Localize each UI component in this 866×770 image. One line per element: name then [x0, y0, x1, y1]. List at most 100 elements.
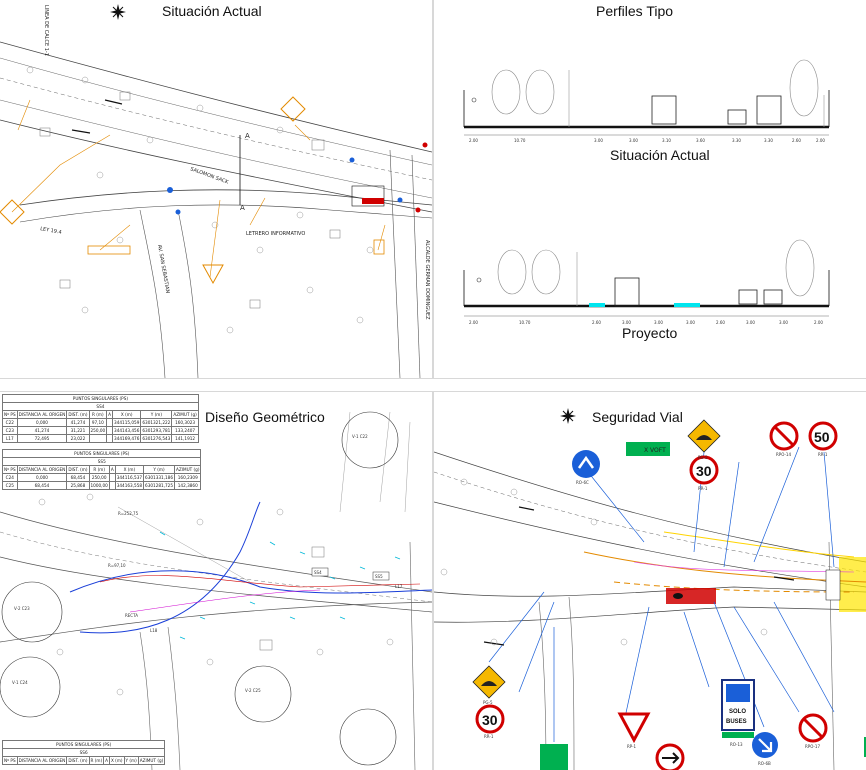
yield-sign-icon — [617, 712, 651, 744]
bus-icon — [756, 95, 782, 125]
speed-limit-sign-icon — [689, 455, 719, 485]
warning-sign-icon — [280, 96, 306, 122]
street-label: AV. SAN SEBASTIAN — [156, 244, 170, 294]
panel-title: Perfiles Tipo — [596, 3, 674, 19]
sign-marker-icon — [167, 187, 173, 193]
north-arrow-icon — [110, 4, 126, 20]
panel-seguridad-vial: X VOFT 30 50 30 SOLO BUSES — [434, 392, 866, 770]
tree-icon — [785, 239, 815, 297]
dim-label: 10.70 — [519, 320, 531, 325]
curve-data-circle — [1, 581, 63, 643]
sign-label: LETRERO INFORMATIVO — [246, 231, 305, 237]
dim-label: 3.00 — [746, 320, 755, 325]
pedestrian-icon — [471, 97, 477, 103]
diseno-geometrico-plan: V-1 C22 V-2 C23 V-1 C24 V-2 C25 SS4 SS5 … — [0, 411, 432, 770]
bus-stop-icon — [351, 185, 385, 207]
sign-code: RO-6B — [758, 761, 771, 766]
curve-data-circle — [0, 656, 61, 718]
alignment-label: RECTA — [125, 613, 138, 618]
curve-label: V-1 C24 — [12, 680, 28, 685]
dim-label: 3.30 — [732, 138, 741, 143]
yield-sign-icon — [202, 264, 224, 285]
bus-icon — [651, 95, 677, 125]
situacion-actual-plan: LINEA DE CALCE 1-1 LEY 19.4 SALOMON SACK… — [0, 4, 432, 378]
warning-sign-icon — [0, 199, 25, 225]
dim-label: 2.00 — [469, 138, 478, 143]
sign-code: RR-1 — [818, 452, 828, 457]
street-label: LINEA DE CALCE 1-1 — [43, 5, 49, 56]
car-icon — [763, 289, 783, 305]
table-subtitle: SS5 — [1, 457, 202, 466]
dim-label: 3.00 — [594, 138, 603, 143]
dim-label: 3.10 — [662, 138, 671, 143]
sign-code: RO-6C — [576, 480, 589, 485]
panel-diseno-geometrico: V-1 C22 V-2 C23 V-1 C24 V-2 C25 SS4 SS5 … — [0, 392, 432, 770]
curve-data-circle — [339, 708, 397, 766]
panel-situacion-actual: LINEA DE CALCE 1-1 LEY 19.4 SALOMON SACK… — [0, 0, 432, 378]
table-title: PUNTOS SINGULARES (PS) — [1, 740, 166, 749]
dim-label: 3.30 — [764, 138, 773, 143]
alignment-label: R=252,75 — [118, 511, 139, 516]
sign-marker-icon — [415, 207, 421, 213]
table-title: PUNTOS SINGULARES (PS) — [1, 449, 202, 458]
curve-data-circle — [341, 411, 399, 469]
dim-label: 3.00 — [654, 320, 663, 325]
table-title: PUNTOS SINGULARES (PS) — [2, 394, 199, 403]
dim-label: 3.00 — [629, 138, 638, 143]
sign-text: SOLO — [729, 709, 746, 715]
dim-label: 2.60 — [792, 138, 801, 143]
sign-marker-icon — [175, 209, 181, 215]
speed-limit-sign-icon — [808, 421, 838, 451]
singular-point-tag: L17 — [395, 584, 403, 589]
direction-sign-icon — [540, 744, 568, 770]
dim-label: 2.60 — [592, 320, 601, 325]
north-arrow-icon — [560, 408, 576, 424]
sign-code: RO-13 — [730, 742, 743, 747]
panel-perfiles-tipo: 2.00 10.70 3.00 3.00 3.10 3.60 3.30 3.30… — [434, 0, 866, 378]
dim-label: 3.60 — [696, 138, 705, 143]
dim-label: 10.70 — [514, 138, 526, 143]
dim-label: 2.00 — [816, 138, 825, 143]
dim-label: 3.00 — [686, 320, 695, 325]
sign-code: RR-1 — [698, 486, 708, 491]
tree-icon — [491, 69, 521, 115]
curve-label: V-1 C22 — [352, 434, 368, 439]
singular-point-tag: SS5 — [375, 574, 383, 579]
car-icon — [727, 109, 747, 125]
tree-icon — [789, 59, 819, 117]
tree-icon — [497, 249, 527, 295]
section-subtitle: Situación Actual — [610, 147, 710, 163]
tree-icon — [525, 69, 555, 115]
curve-label: V-2 C23 — [14, 606, 30, 611]
sign-code: RPO-17 — [805, 744, 820, 749]
section-label: A — [245, 132, 250, 140]
section-subtitle: Proyecto — [622, 325, 678, 341]
sign-code: RP-1 — [627, 744, 637, 749]
dim-label: 2.00 — [469, 320, 478, 325]
sign-code: PG-5 — [483, 700, 493, 705]
sign-marker-icon — [422, 142, 428, 148]
table-subtitle: SS4 — [2, 402, 199, 411]
dim-label: 2.60 — [716, 320, 725, 325]
dims-actual: 2.00 10.70 3.00 3.00 3.10 3.60 3.30 3.30… — [469, 138, 825, 143]
dims-proyecto: 2.00 10.70 2.60 3.00 3.00 3.00 2.60 3.00… — [469, 320, 823, 325]
alignment-label: R=97,10 — [108, 563, 126, 568]
sign-text: 30 — [696, 463, 712, 479]
seguridad-vial-plan: X VOFT 30 50 30 SOLO BUSES — [434, 408, 866, 770]
dim-label: 3.00 — [779, 320, 788, 325]
panel-title: Seguridad Vial — [592, 409, 683, 425]
panel-title: Diseño Geométrico — [205, 409, 325, 425]
sign-code: RR-1 — [484, 734, 494, 739]
sign-text: X VOFT — [644, 447, 666, 454]
car-icon — [738, 289, 758, 305]
sign-marker-icon — [349, 157, 355, 163]
street-label: ALCALDE GERMAN DOMINGUEZ — [424, 240, 430, 320]
